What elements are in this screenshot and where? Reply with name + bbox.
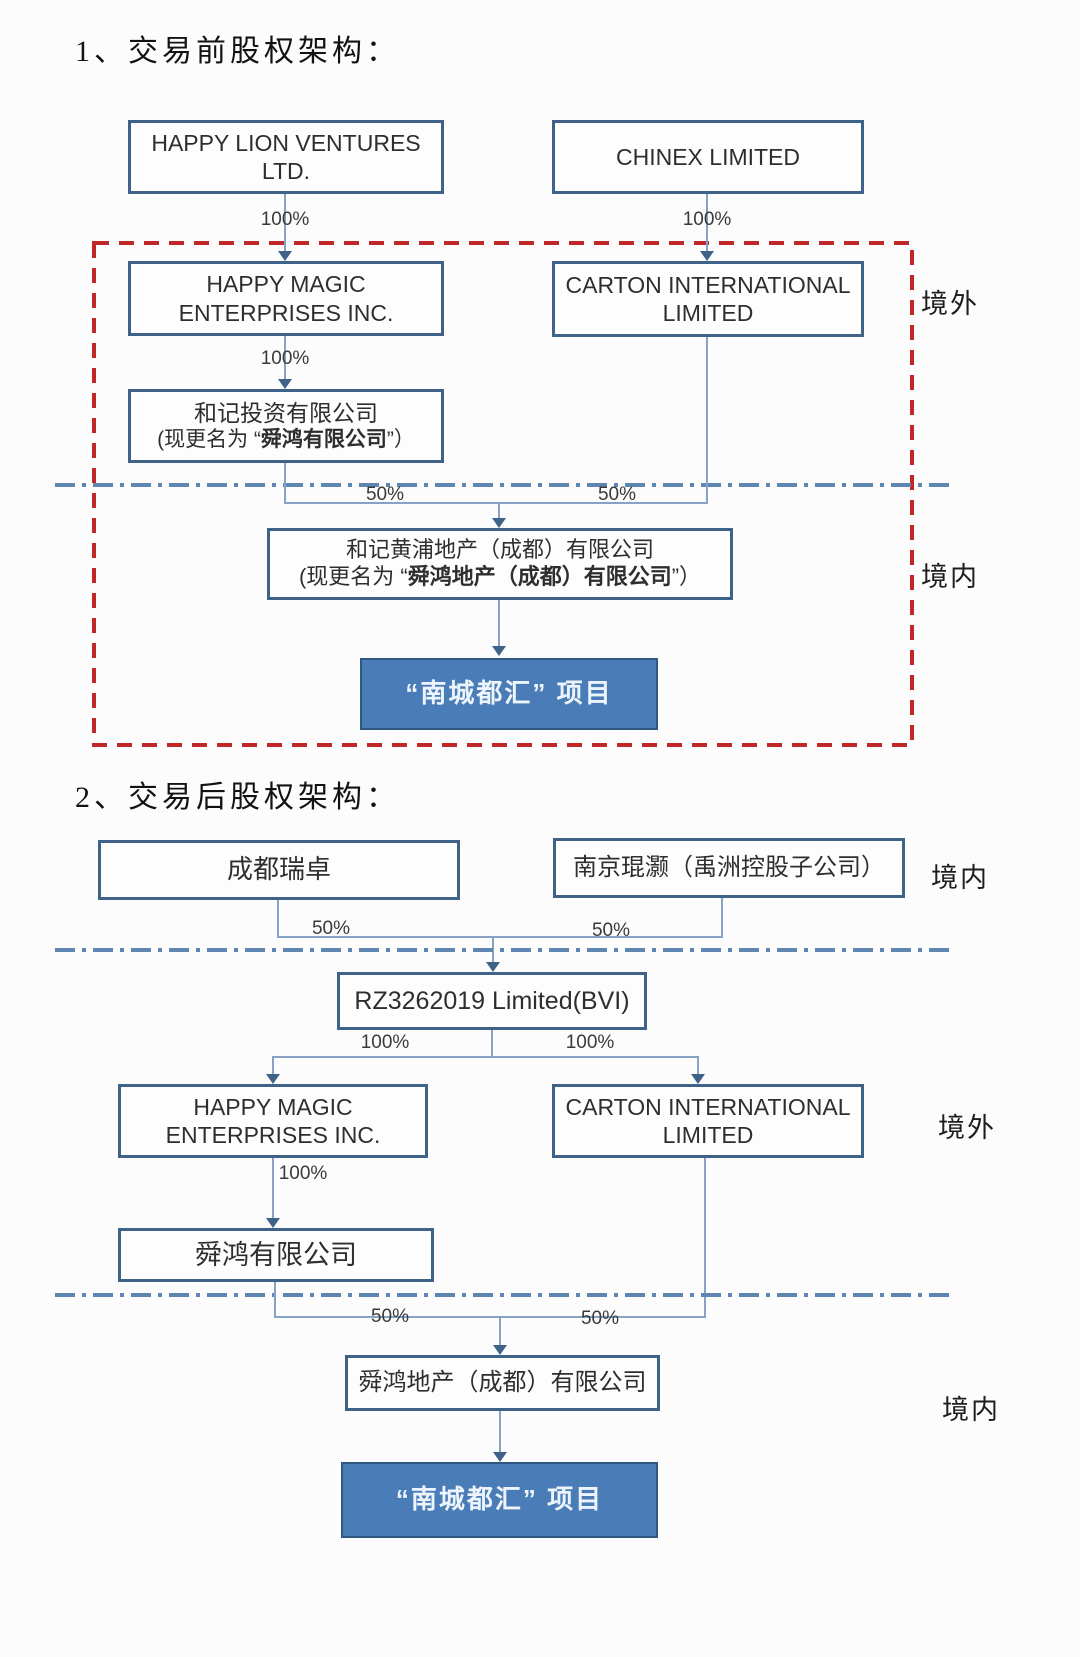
node-carton-before: CARTON INTERNATIONAL LIMITED	[552, 261, 864, 337]
arrowhead-happylion-happymagic	[278, 251, 292, 261]
edge-happymagic-hutchisoninv	[284, 336, 286, 379]
node-carton-after: CARTON INTERNATIONAL LIMITED	[552, 1084, 864, 1158]
arrowhead-happymagic-shunhong	[266, 1218, 280, 1228]
arrowhead-shunhongdichan-project	[493, 1452, 507, 1462]
edge-joint-drop-shunhongdichan	[499, 1316, 501, 1345]
node-rz3262019-bvi: RZ3262019 Limited(BVI)	[337, 972, 647, 1030]
node-hutchison-investment: 和记投资有限公司 (现更名为 “舜鸿有限公司”）	[128, 389, 444, 463]
section-title-after: 2、交易后股权架构：	[75, 781, 400, 814]
edge-chengdu-down	[277, 900, 279, 938]
edge-label-ownership: 50%	[580, 1308, 620, 1329]
node-project-nanchengduhui-after: “南城都汇” 项目	[341, 1462, 658, 1538]
node-happy-magic-before-label: HAPPY MAGIC ENTERPRISES INC.	[178, 271, 394, 326]
arrowhead-rz-happymagic	[266, 1074, 280, 1084]
node-shunhong-dichan: 舜鸿地产（成都）有限公司	[345, 1355, 660, 1411]
node-happy-magic-after-label: HAPPY MAGIC ENTERPRISES INC.	[165, 1093, 381, 1148]
arrowhead-chinex-carton	[700, 251, 714, 261]
region-label-onshore-after-top: 境内	[931, 863, 989, 893]
edge-hutchisoninv-down	[284, 463, 286, 504]
node-project-before-label: “南城都汇” 项目	[405, 678, 613, 709]
edge-rz-down	[491, 1030, 493, 1058]
edge-label-ownership: 100%	[682, 209, 732, 230]
edge-happymagic-shunhong	[272, 1158, 274, 1218]
region-label-offshore-after: 境外	[938, 1113, 996, 1143]
rename-suffix: ”）	[386, 428, 415, 452]
arrowhead-rz-carton	[691, 1074, 705, 1084]
node-chinex-limited: CHINEX LIMITED	[552, 120, 864, 194]
node-chinex-limited-label: CHINEX LIMITED	[615, 143, 801, 170]
section-title-before: 1、交易前股权架构：	[75, 35, 400, 68]
node-hutchison-whampoa-rename: (现更名为 “舜鸿地产（成都）有限公司”）	[276, 564, 724, 591]
node-rz3262019-bvi-label: RZ3262019 Limited(BVI)	[354, 986, 630, 1015]
arrowhead-joint-hutchisonwhampoa	[492, 518, 506, 528]
rename-new-name: 舜鸿有限公司	[260, 428, 387, 452]
region-label-onshore-before: 境内	[921, 562, 979, 592]
edge-label-ownership: 50%	[591, 920, 631, 941]
edge-joint-horizontal-after-bottom	[274, 1316, 706, 1318]
edge-label-ownership: 50%	[370, 1306, 410, 1327]
node-carton-after-label: CARTON INTERNATIONAL LIMITED	[565, 1093, 851, 1148]
edge-joint-horizontal-before	[284, 502, 708, 504]
edge-label-ownership: 100%	[565, 1032, 615, 1053]
edge-label-ownership: 50%	[311, 918, 351, 939]
node-nanjing-kunhao-label: 南京琨灏（禹洲控股子公司）	[573, 854, 885, 882]
onshore-offshore-boundary-line-3	[55, 1293, 950, 1297]
node-hutchison-whampoa-label: 和记黄浦地产（成都）有限公司	[345, 537, 654, 563]
edge-label-ownership: 100%	[260, 209, 310, 230]
node-shunhong-limited: 舜鸿有限公司	[118, 1228, 434, 1282]
rename-suffix: ”）	[671, 564, 702, 589]
node-hutchison-whampoa-chengdu: 和记黄浦地产（成都）有限公司 (现更名为 “舜鸿地产（成都）有限公司”）	[267, 528, 733, 600]
onshore-offshore-boundary-line-1	[55, 483, 950, 487]
arrowhead-joint-shunhongdichan	[493, 1345, 507, 1355]
edge-whampoa-project	[498, 600, 500, 646]
edge-happylion-happymagic	[284, 194, 286, 251]
rename-prefix: (现更名为 “	[298, 564, 408, 589]
edge-label-ownership: 100%	[260, 348, 310, 369]
node-chengdu-ruizhuo: 成都瑞卓	[98, 840, 460, 900]
edge-rz-happymagic	[272, 1056, 274, 1074]
arrowhead-happymagic-hutchisoninv	[278, 379, 292, 389]
rename-prefix: (现更名为 “	[157, 428, 261, 452]
node-happy-magic-after: HAPPY MAGIC ENTERPRISES INC.	[118, 1084, 428, 1158]
edge-carton-down-after	[704, 1158, 706, 1318]
node-happy-lion-ventures: HAPPY LION VENTURES LTD.	[128, 120, 444, 194]
edge-rz-carton	[697, 1056, 699, 1074]
offshore-boundary-red-dashed-rect	[92, 241, 914, 747]
edge-label-ownership: 50%	[365, 484, 405, 505]
edge-chinex-carton	[706, 194, 708, 251]
node-hutchison-investment-label: 和记投资有限公司	[194, 400, 378, 427]
edge-carton-down-before	[706, 337, 708, 504]
edge-joint-drop-before	[498, 502, 500, 518]
rename-new-name: 舜鸿地产（成都）有限公司	[407, 564, 672, 589]
node-happy-magic-before: HAPPY MAGIC ENTERPRISES INC.	[128, 261, 444, 336]
node-chengdu-ruizhuo-label: 成都瑞卓	[226, 854, 331, 885]
arrowhead-joint-rz	[486, 962, 500, 972]
edge-label-ownership: 50%	[597, 484, 637, 505]
node-nanjing-kunhao: 南京琨灏（禹洲控股子公司）	[553, 838, 905, 898]
node-project-after-label: “南城都汇” 项目	[395, 1484, 604, 1515]
node-happy-lion-ventures-label: HAPPY LION VENTURES LTD.	[151, 129, 421, 184]
node-shunhong-dichan-label: 舜鸿地产（成都）有限公司	[358, 1369, 647, 1397]
arrowhead-whampoa-project	[492, 646, 506, 656]
edge-nanjing-down	[721, 898, 723, 938]
edge-shunhongdichan-project	[499, 1411, 501, 1452]
node-shunhong-limited-label: 舜鸿有限公司	[195, 1239, 357, 1270]
edge-shunhong-down	[274, 1282, 276, 1318]
edge-label-ownership: 100%	[360, 1032, 410, 1053]
node-carton-before-label: CARTON INTERNATIONAL LIMITED	[565, 271, 851, 326]
edge-rz-branch-horizontal	[272, 1056, 699, 1058]
region-label-offshore-before: 境外	[921, 289, 979, 319]
node-project-nanchengduhui-before: “南城都汇” 项目	[360, 658, 658, 730]
edge-label-ownership: 100%	[278, 1163, 328, 1184]
edge-joint-horizontal-after-top	[277, 936, 723, 938]
region-label-onshore-after-bottom: 境内	[942, 1395, 1000, 1425]
node-hutchison-investment-rename: (现更名为 “舜鸿有限公司”）	[137, 427, 435, 453]
onshore-offshore-boundary-line-2	[55, 948, 950, 952]
